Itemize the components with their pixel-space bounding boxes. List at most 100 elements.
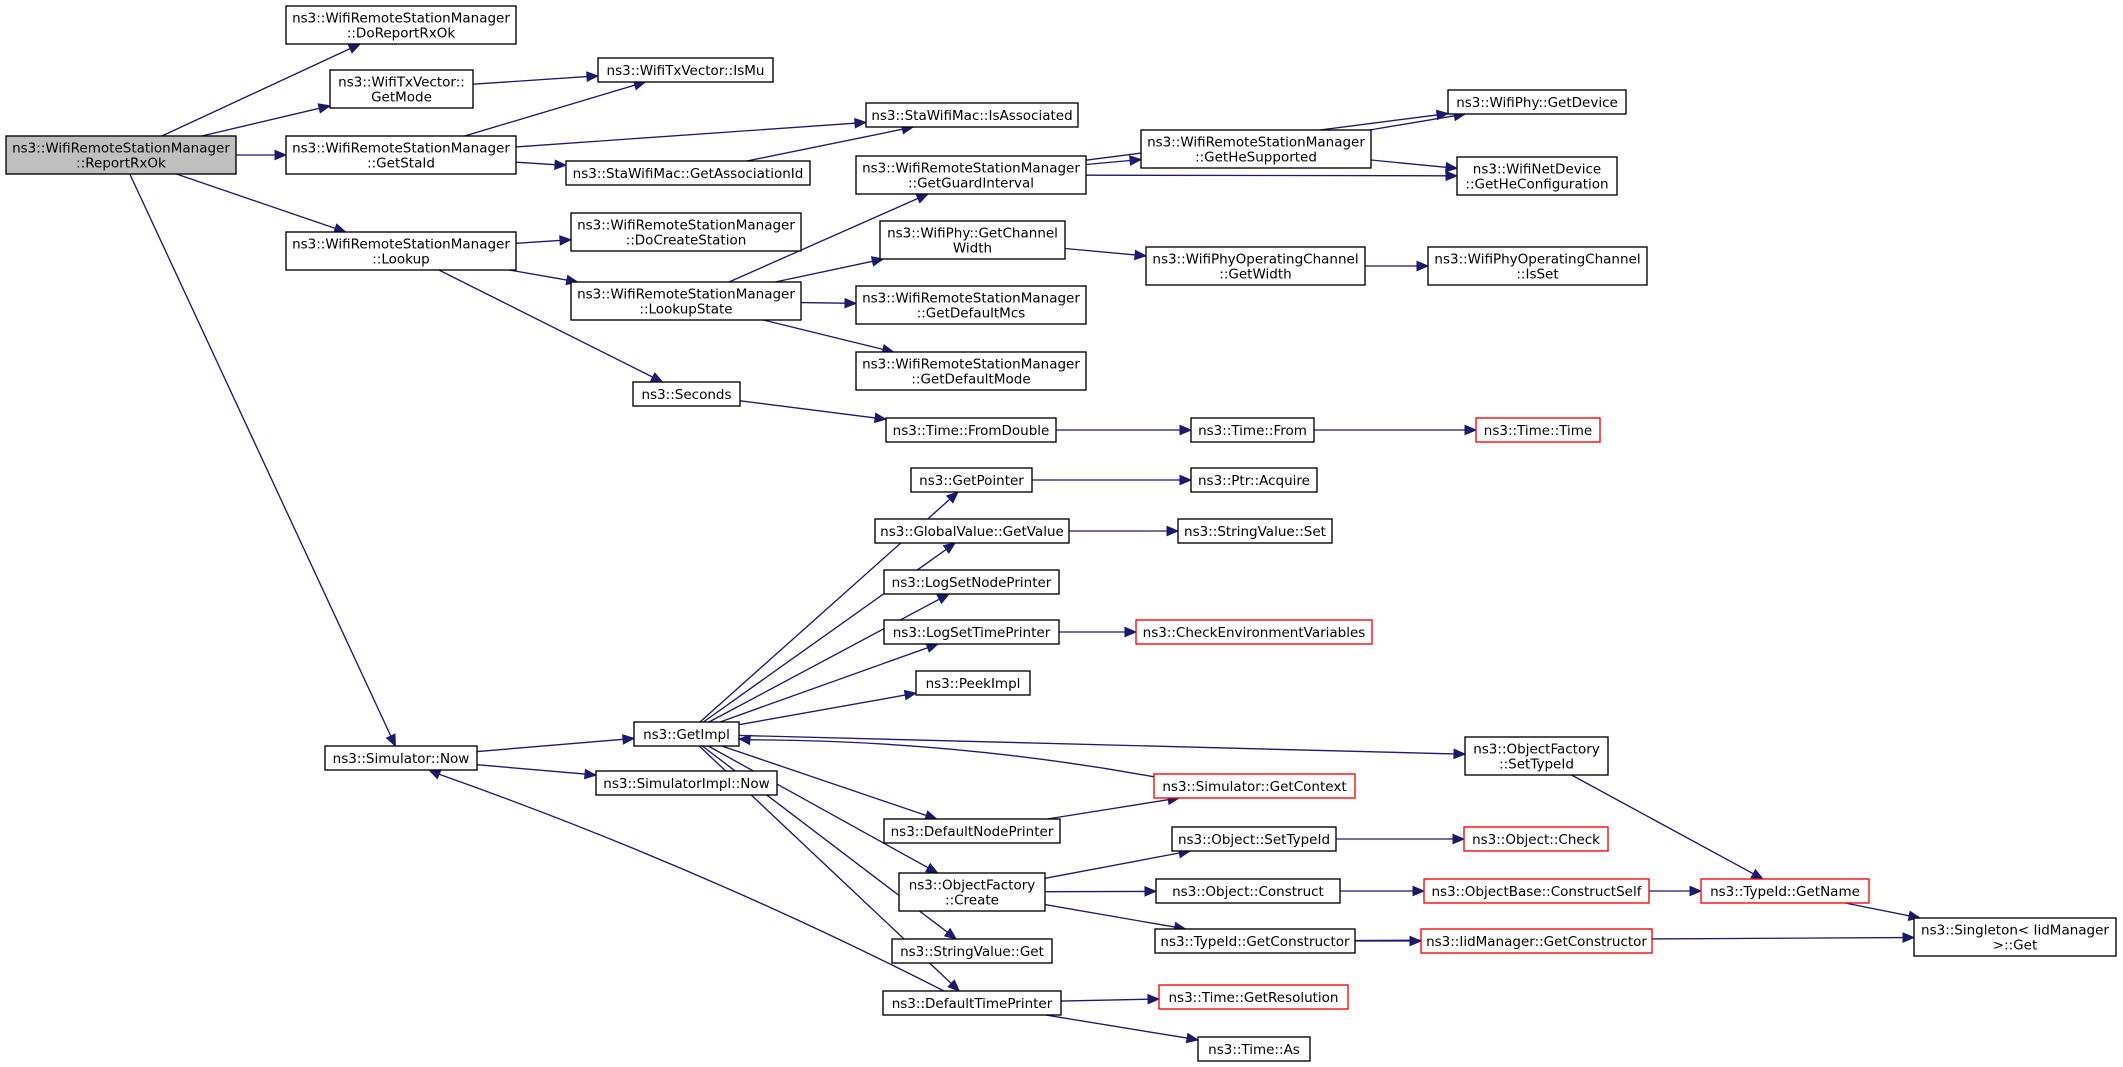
node-time-as[interactable]: ns3::Time::As — [1197, 1036, 1311, 1062]
node-box[interactable] — [633, 721, 740, 747]
node-fromdouble[interactable]: ns3::Time::FromDouble — [885, 417, 1057, 443]
node-box[interactable] — [1456, 156, 1618, 196]
node-txv-getmode[interactable]: ns3::WifiTxVector::GetMode — [329, 69, 474, 109]
node-logsetnodeprinter[interactable]: ns3::LogSetNodePrinter — [883, 569, 1060, 595]
node-box[interactable] — [855, 155, 1087, 195]
edge-line — [719, 647, 928, 723]
node-box[interactable] — [855, 285, 1087, 325]
node-logsettimeprinter[interactable]: ns3::LogSetTimePrinter — [883, 619, 1060, 645]
node-box[interactable] — [329, 69, 474, 109]
node-time-time[interactable]: ns3::Time::Time — [1475, 417, 1601, 443]
node-lookupstate[interactable]: ns3::WifiRemoteStationManager::LookupSta… — [570, 281, 802, 321]
node-box[interactable] — [874, 518, 1070, 544]
node-ptr-acquire[interactable]: ns3::Ptr::Acquire — [1190, 467, 1318, 493]
node-box[interactable] — [1197, 1036, 1311, 1062]
node-box[interactable] — [1463, 826, 1609, 852]
node-box[interactable] — [1171, 826, 1337, 852]
node-box[interactable] — [1447, 89, 1627, 115]
node-getstaid[interactable]: ns3::WifiRemoteStationManager::GetStaId — [285, 135, 517, 175]
node-getguardinterval[interactable]: ns3::WifiRemoteStationManager::GetGuardI… — [855, 155, 1087, 195]
node-sim-getcontext[interactable]: ns3::Simulator::GetContext — [1153, 773, 1356, 799]
node-typeid-getname[interactable]: ns3::TypeId::GetName — [1700, 878, 1870, 904]
node-box[interactable] — [910, 467, 1033, 493]
node-sv-set[interactable]: ns3::StringValue::Set — [1177, 518, 1333, 544]
node-box[interactable] — [285, 231, 517, 271]
node-box[interactable] — [865, 102, 1079, 128]
node-box[interactable] — [632, 381, 741, 407]
node-checkenv[interactable]: ns3::CheckEnvironmentVariables — [1135, 619, 1373, 645]
node-getassociationid[interactable]: ns3::StaWifiMac::GetAssociationId — [565, 160, 811, 186]
node-box[interactable] — [1700, 878, 1870, 904]
node-box[interactable] — [1135, 619, 1373, 645]
node-box[interactable] — [1913, 917, 2117, 957]
node-box[interactable] — [915, 670, 1031, 696]
node-box[interactable] — [597, 57, 774, 83]
node-opch-getwidth[interactable]: ns3::WifiPhyOperatingChannel::GetWidth — [1145, 246, 1366, 286]
node-peekimpl[interactable]: ns3::PeekImpl — [915, 670, 1031, 696]
node-box[interactable] — [570, 212, 802, 252]
node-iid-getconstructor[interactable]: ns3::IidManager::GetConstructor — [1420, 928, 1653, 954]
node-of-create[interactable]: ns3::ObjectFactory::Create — [898, 872, 1046, 912]
node-ob-constructself[interactable]: ns3::ObjectBase::ConstructSelf — [1423, 878, 1650, 904]
node-defaultnodeprinter[interactable]: ns3::DefaultNodePrinter — [883, 818, 1061, 844]
node-getpointer[interactable]: ns3::GetPointer — [910, 467, 1033, 493]
node-box[interactable] — [891, 938, 1053, 964]
node-label: ns3::WifiRemoteStationManager — [292, 236, 510, 252]
node-box[interactable] — [1153, 773, 1356, 799]
node-box[interactable] — [882, 990, 1062, 1016]
node-box[interactable] — [1155, 878, 1341, 904]
node-singleton-get[interactable]: ns3::Singleton< IidManager>::Get — [1913, 917, 2117, 957]
node-box[interactable] — [1145, 246, 1366, 286]
node-lookup[interactable]: ns3::WifiRemoteStationManager::Lookup — [285, 231, 517, 271]
node-getimpl[interactable]: ns3::GetImpl — [633, 721, 740, 747]
node-box[interactable] — [285, 135, 517, 175]
node-doreportrxok[interactable]: ns3::WifiRemoteStationManager::DoReportR… — [285, 5, 517, 45]
node-sv-get[interactable]: ns3::StringValue::Get — [891, 938, 1053, 964]
node-box[interactable] — [855, 351, 1087, 391]
node-box[interactable] — [1154, 928, 1356, 954]
node-box[interactable] — [883, 818, 1061, 844]
node-typeid-getconstructor[interactable]: ns3::TypeId::GetConstructor — [1154, 928, 1356, 954]
node-box[interactable] — [565, 160, 811, 186]
node-box[interactable] — [1190, 467, 1318, 493]
node-box[interactable] — [570, 281, 802, 321]
node-obj-construct[interactable]: ns3::Object::Construct — [1155, 878, 1341, 904]
node-docreatestation[interactable]: ns3::WifiRemoteStationManager::DoCreateS… — [570, 212, 802, 252]
node-box[interactable] — [885, 417, 1057, 443]
node-box[interactable] — [879, 220, 1066, 260]
node-isassociated[interactable]: ns3::StaWifiMac::IsAssociated — [865, 102, 1079, 128]
node-of-settypeid[interactable]: ns3::ObjectFactory::SetTypeId — [1464, 736, 1609, 776]
node-box[interactable] — [1464, 736, 1609, 776]
node-simimpl-now[interactable]: ns3::SimulatorImpl::Now — [595, 770, 778, 796]
node-box[interactable] — [898, 872, 1046, 912]
node-box[interactable] — [1420, 928, 1653, 954]
node-defaulttimeprinter[interactable]: ns3::DefaultTimePrinter — [882, 990, 1062, 1016]
node-box[interactable] — [324, 745, 478, 771]
node-txv-ismu[interactable]: ns3::WifiTxVector::IsMu — [597, 57, 774, 83]
node-box[interactable] — [1475, 417, 1601, 443]
node-getdefaultmcs[interactable]: ns3::WifiRemoteStationManager::GetDefaul… — [855, 285, 1087, 325]
node-phy-getdevice[interactable]: ns3::WifiPhy::GetDevice — [1447, 89, 1627, 115]
node-box[interactable] — [1177, 518, 1333, 544]
node-gethesupported[interactable]: ns3::WifiRemoteStationManager::GetHeSupp… — [1140, 129, 1372, 169]
node-sim-now[interactable]: ns3::Simulator::Now — [324, 745, 478, 771]
node-getdefaultmode[interactable]: ns3::WifiRemoteStationManager::GetDefaul… — [855, 351, 1087, 391]
node-box[interactable] — [883, 569, 1060, 595]
node-obj-settypeid[interactable]: ns3::Object::SetTypeId — [1171, 826, 1337, 852]
node-box[interactable] — [1423, 878, 1650, 904]
node-box[interactable] — [595, 770, 778, 796]
node-seconds[interactable]: ns3::Seconds — [632, 381, 741, 407]
node-box[interactable] — [1140, 129, 1372, 169]
node-time-getresolution[interactable]: ns3::Time::GetResolution — [1158, 984, 1349, 1010]
node-box[interactable] — [1427, 246, 1648, 286]
node-time-from[interactable]: ns3::Time::From — [1190, 417, 1315, 443]
node-getheconfig[interactable]: ns3::WifiNetDevice::GetHeConfiguration — [1456, 156, 1618, 196]
node-box[interactable] — [883, 619, 1060, 645]
node-box[interactable] — [1190, 417, 1315, 443]
node-opch-isset[interactable]: ns3::WifiPhyOperatingChannel::IsSet — [1427, 246, 1648, 286]
node-box[interactable] — [285, 5, 517, 45]
node-obj-check[interactable]: ns3::Object::Check — [1463, 826, 1609, 852]
node-gv-getvalue[interactable]: ns3::GlobalValue::GetValue — [874, 518, 1070, 544]
node-box[interactable] — [1158, 984, 1349, 1010]
